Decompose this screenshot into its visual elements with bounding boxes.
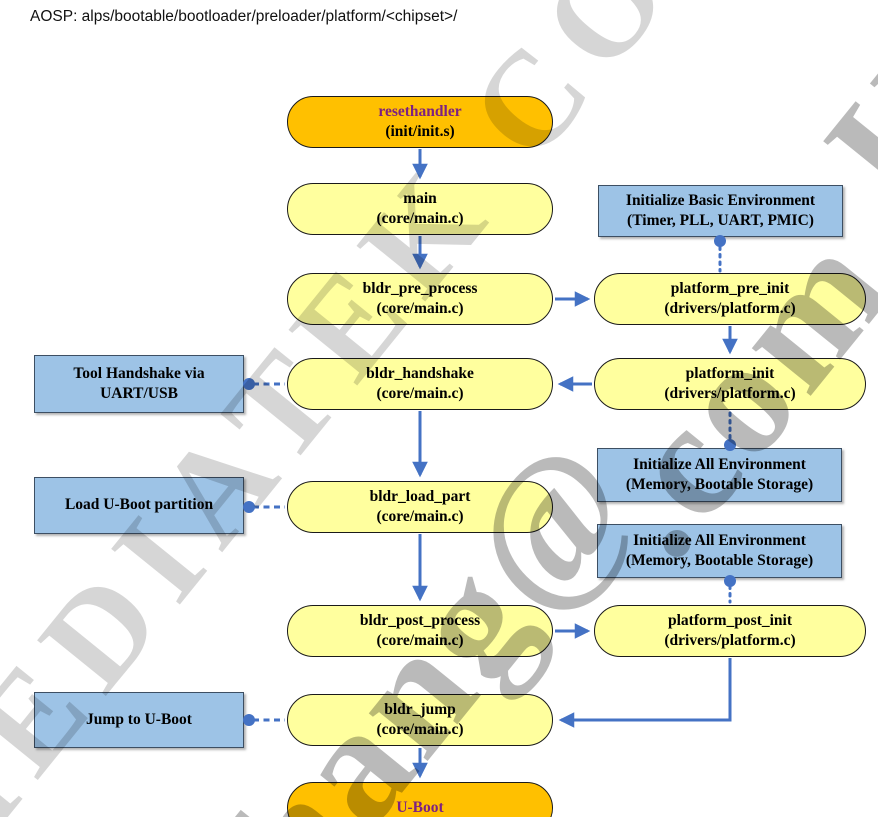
callout-init-all-env-1: Initialize All Environment (Memory, Boot… [597, 448, 842, 502]
node-subtitle: (core/main.c) [376, 508, 464, 525]
callout-line: Jump to U-Boot [86, 710, 192, 728]
node-platform-init: platform_init (drivers/platform.c) [594, 358, 866, 410]
node-title: platform_post_init [668, 611, 792, 629]
callout-tool-handshake: Tool Handshake via UART/USB [34, 355, 244, 413]
node-subtitle: (drivers/platform.c) [664, 632, 796, 649]
node-platform-post-init: platform_post_init (drivers/platform.c) [594, 605, 866, 657]
node-subtitle: (core/main.c) [376, 632, 464, 649]
node-title: bldr_post_process [359, 611, 481, 629]
connector-dot [243, 501, 255, 513]
callout-line: Initialize Basic Environment [625, 191, 816, 209]
callout-init-basic-env: Initialize Basic Environment (Timer, PLL… [598, 185, 843, 237]
node-bldr-handshake: bldr_handshake (core/main.c) [287, 358, 553, 410]
node-title: platform_pre_init [670, 279, 790, 297]
node-title: U-Boot [396, 798, 444, 816]
connector-dot [243, 378, 255, 390]
node-subtitle: (drivers/platform.c) [664, 300, 796, 317]
node-subtitle: (core/main.c) [376, 300, 464, 317]
callout-line: (Timer, PLL, UART, PMIC) [627, 212, 814, 229]
node-subtitle: (init/init.s) [385, 123, 455, 140]
callout-line: Tool Handshake via [73, 364, 205, 382]
callout-line: (Memory, Bootable Storage) [625, 476, 814, 493]
connector-dot [724, 575, 736, 587]
node-title: main [403, 189, 437, 207]
callout-line: UART/USB [100, 385, 178, 402]
callout-jump-uboot: Jump to U-Boot [34, 692, 244, 748]
node-title: platform_init [685, 364, 775, 382]
node-subtitle: (core/main.c) [376, 721, 464, 738]
node-title: bldr_load_part [369, 487, 471, 505]
node-uboot: U-Boot [287, 782, 553, 817]
node-bldr-pre-process: bldr_pre_process (core/main.c) [287, 273, 553, 325]
aosp-path-label: AOSP: alps/bootable/bootloader/preloader… [30, 8, 458, 25]
node-bldr-load-part: bldr_load_part (core/main.c) [287, 481, 553, 533]
callout-load-uboot: Load U-Boot partition [34, 477, 244, 534]
callout-init-all-env-2: Initialize All Environment (Memory, Boot… [597, 524, 842, 578]
connector-dot [243, 714, 255, 726]
callout-line: Initialize All Environment [633, 455, 806, 473]
node-title: resethandler [378, 102, 462, 120]
node-title: bldr_handshake [366, 364, 474, 382]
node-title: bldr_pre_process [362, 279, 478, 297]
node-subtitle: (drivers/platform.c) [664, 385, 796, 402]
node-subtitle: (core/main.c) [376, 210, 464, 227]
node-subtitle: (core/main.c) [376, 385, 464, 402]
node-main: main (core/main.c) [287, 183, 553, 235]
connector-platformpost-bldrjump [558, 658, 732, 728]
node-platform-pre-init: platform_pre_init (drivers/platform.c) [594, 273, 866, 325]
callout-line: (Memory, Bootable Storage) [625, 552, 814, 569]
node-bldr-post-process: bldr_post_process (core/main.c) [287, 605, 553, 657]
callout-line: Load U-Boot partition [64, 496, 214, 514]
node-title: bldr_jump [384, 700, 456, 718]
callout-line: Initialize All Environment [633, 531, 806, 549]
connector-dot [714, 235, 726, 247]
node-bldr-jump: bldr_jump (core/main.c) [287, 694, 553, 746]
connector-dot [724, 439, 736, 451]
node-resethandler: resethandler (init/init.s) [287, 96, 553, 148]
